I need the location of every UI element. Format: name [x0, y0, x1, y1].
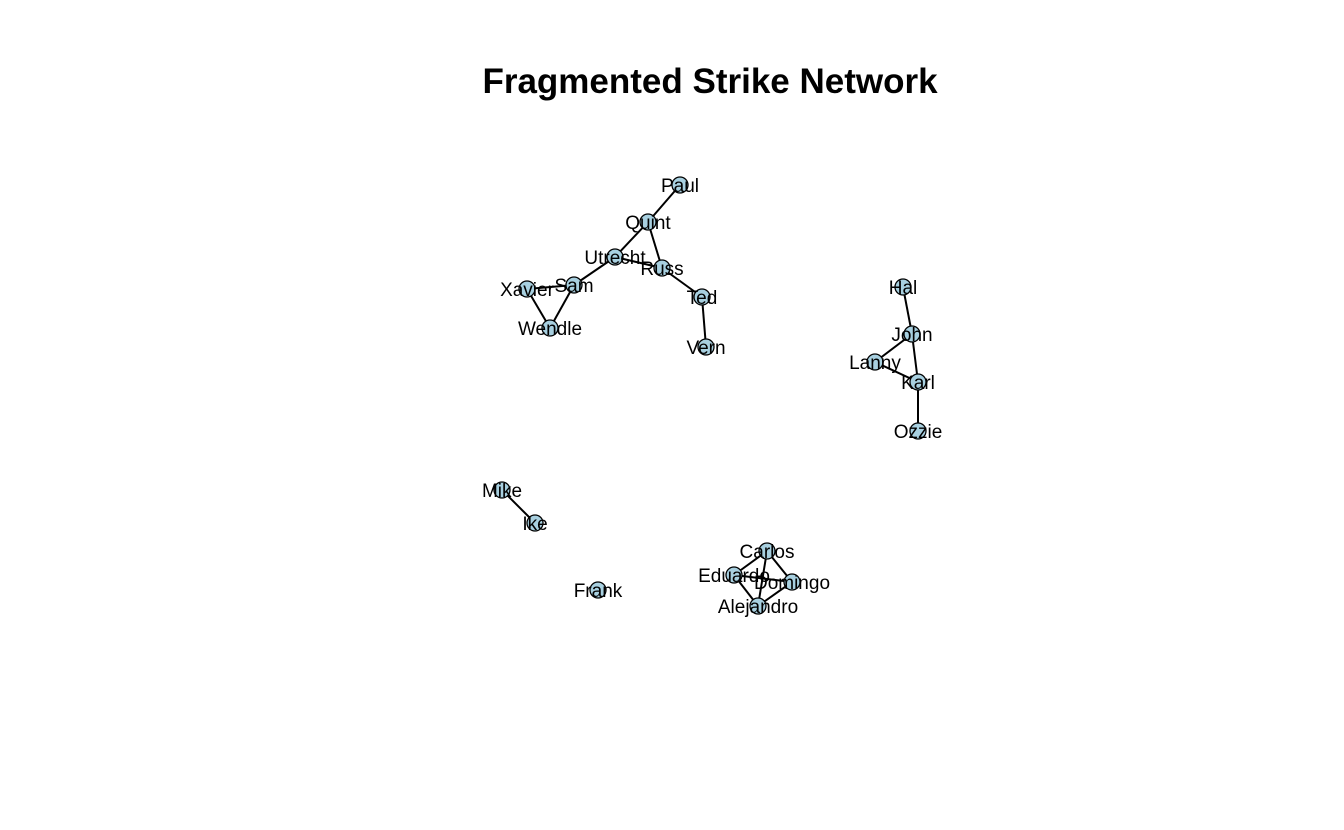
node-label-quint: Quint [625, 213, 671, 234]
node-label-ted: Ted [687, 288, 718, 309]
node-label-paul: Paul [661, 176, 699, 197]
node-label-karl: Karl [901, 373, 935, 394]
node-john[interactable] [903, 325, 921, 343]
node-label-ike: Ike [522, 514, 547, 535]
node-domingo[interactable] [783, 573, 801, 591]
node-label-sam: Sam [554, 276, 593, 297]
diagram-title: Fragmented Strike Network [482, 62, 938, 101]
node-label-russ: Russ [640, 259, 683, 280]
node-label-eduardo: Eduardo [698, 566, 770, 587]
node-alejandro[interactable] [749, 597, 767, 615]
node-label-mike: Mike [482, 481, 522, 502]
node-ozzie[interactable] [909, 422, 927, 440]
node-paul[interactable] [671, 176, 689, 194]
node-label-xavier: Xavier [500, 280, 555, 301]
node-label-lanny: Lanny [849, 353, 901, 374]
node-label-utrecht: Utrecht [584, 248, 646, 269]
node-label-hal: Hal [889, 278, 918, 299]
node-wendle[interactable] [541, 319, 559, 337]
node-carlos[interactable] [758, 542, 776, 560]
node-label-vern: Vern [686, 338, 725, 359]
node-label-john: John [891, 325, 932, 346]
node-mike[interactable] [493, 481, 511, 499]
node-vern[interactable] [697, 338, 715, 356]
node-russ[interactable] [653, 259, 671, 277]
node-label-wendle: Wendle [518, 319, 582, 340]
nodes-layer [493, 176, 927, 615]
node-label-alejandro: Alejandro [718, 597, 798, 618]
node-ike[interactable] [526, 514, 544, 532]
node-sam[interactable] [565, 276, 583, 294]
node-label-frank: Frank [574, 581, 623, 602]
node-label-carlos: Carlos [740, 542, 795, 563]
node-frank[interactable] [589, 581, 607, 599]
node-karl[interactable] [909, 373, 927, 391]
node-utrecht[interactable] [606, 248, 624, 266]
node-ted[interactable] [693, 288, 711, 306]
node-label-domingo: Domingo [754, 573, 830, 594]
node-label-ozzie: Ozzie [894, 422, 943, 443]
node-lanny[interactable] [866, 353, 884, 371]
node-hal[interactable] [894, 278, 912, 296]
edge-eduardo-domingo [733, 574, 793, 583]
node-xavier[interactable] [518, 280, 536, 298]
node-quint[interactable] [639, 213, 657, 231]
node-eduardo[interactable] [725, 566, 743, 584]
